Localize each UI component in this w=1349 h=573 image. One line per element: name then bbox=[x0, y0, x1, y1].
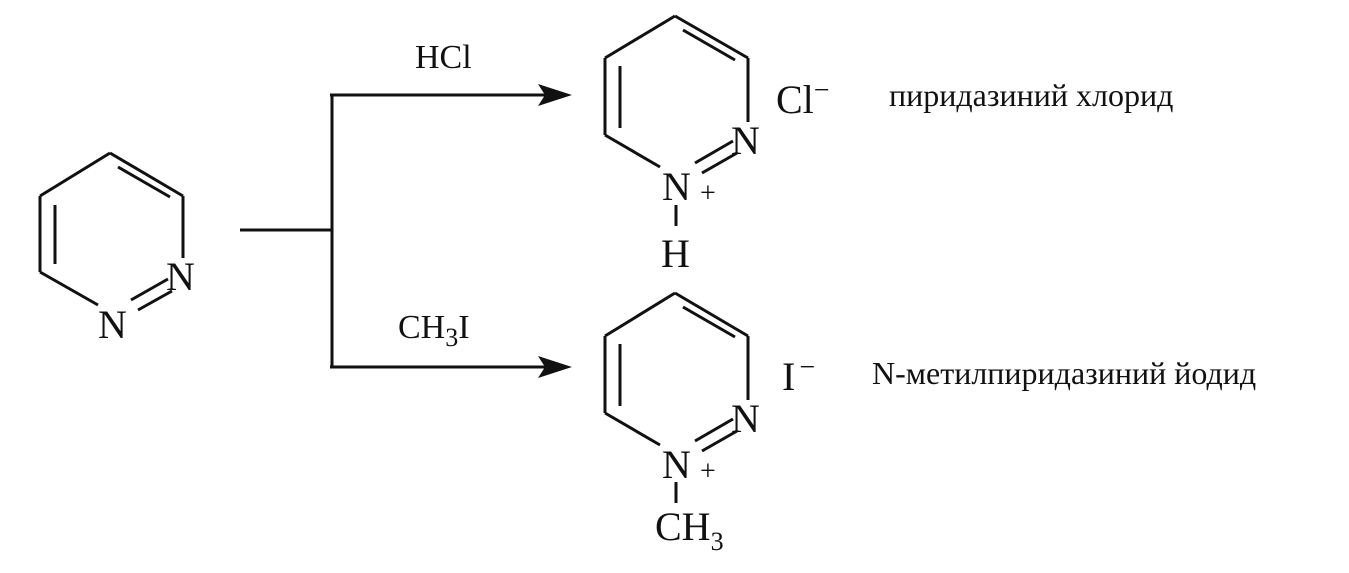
bond-double-inner bbox=[682, 28, 736, 62]
reaction-arrows bbox=[240, 84, 572, 378]
bond-n-n bbox=[694, 417, 734, 443]
atom-n-charged: N bbox=[662, 164, 691, 209]
iodide-symbol: I bbox=[782, 354, 795, 399]
reactant-pyridazine: N N bbox=[38, 151, 195, 347]
bond bbox=[604, 291, 676, 338]
bond bbox=[39, 270, 99, 307]
bond bbox=[604, 14, 676, 60]
bond bbox=[39, 151, 111, 198]
methyl-subscript: 3 bbox=[711, 527, 724, 556]
methyl-main: CH bbox=[655, 504, 711, 549]
bond-double-inner bbox=[682, 305, 736, 339]
reagent-ch3i-tail: I bbox=[458, 309, 469, 346]
atom-n-charged: N bbox=[662, 442, 691, 487]
bond-n-n-double bbox=[701, 429, 738, 453]
bond bbox=[674, 291, 749, 338]
reagent-ch3i: CH3I bbox=[398, 309, 470, 352]
reagent-hcl: HCl bbox=[415, 39, 472, 76]
positive-charge: + bbox=[700, 178, 716, 209]
bond bbox=[674, 14, 749, 60]
arrow-head-lower bbox=[538, 356, 572, 378]
product-name-iodide: N-метилпиридазиний йодид bbox=[872, 355, 1256, 391]
reagent-ch3i-subscript: 3 bbox=[445, 323, 458, 352]
atom-n-ring: N bbox=[731, 396, 760, 441]
counter-ion-iodide: I− bbox=[782, 352, 815, 399]
bond-n-n bbox=[130, 277, 169, 302]
iodide-charge: − bbox=[799, 352, 815, 383]
atom-n2: N bbox=[98, 302, 127, 347]
bond-n-n bbox=[694, 139, 734, 165]
bond-double-inner bbox=[117, 165, 171, 199]
counter-ion-chloride: Cl− bbox=[776, 75, 830, 122]
methyl-group: CH3 bbox=[655, 504, 724, 556]
chloride-charge: − bbox=[814, 75, 830, 106]
arrow-head-upper bbox=[538, 84, 572, 106]
atom-n1: N bbox=[166, 254, 195, 299]
reagent-ch3i-main: CH bbox=[398, 309, 445, 346]
bond bbox=[604, 411, 661, 447]
bond bbox=[109, 151, 184, 198]
bond-n-n-double bbox=[137, 289, 173, 312]
atom-h: H bbox=[661, 231, 690, 276]
product-n-methylpyridazinium-iodide: N N + CH3 bbox=[603, 291, 760, 556]
atom-n-ring: N bbox=[731, 118, 760, 163]
positive-charge: + bbox=[700, 456, 716, 487]
bond bbox=[604, 133, 661, 169]
chloride-symbol: Cl bbox=[776, 77, 814, 122]
product-pyridazinium-chloride: N N + H bbox=[603, 14, 760, 276]
product-name-chloride: пиридазиний хлорид bbox=[889, 77, 1173, 113]
bond-n-n-double bbox=[701, 151, 738, 175]
